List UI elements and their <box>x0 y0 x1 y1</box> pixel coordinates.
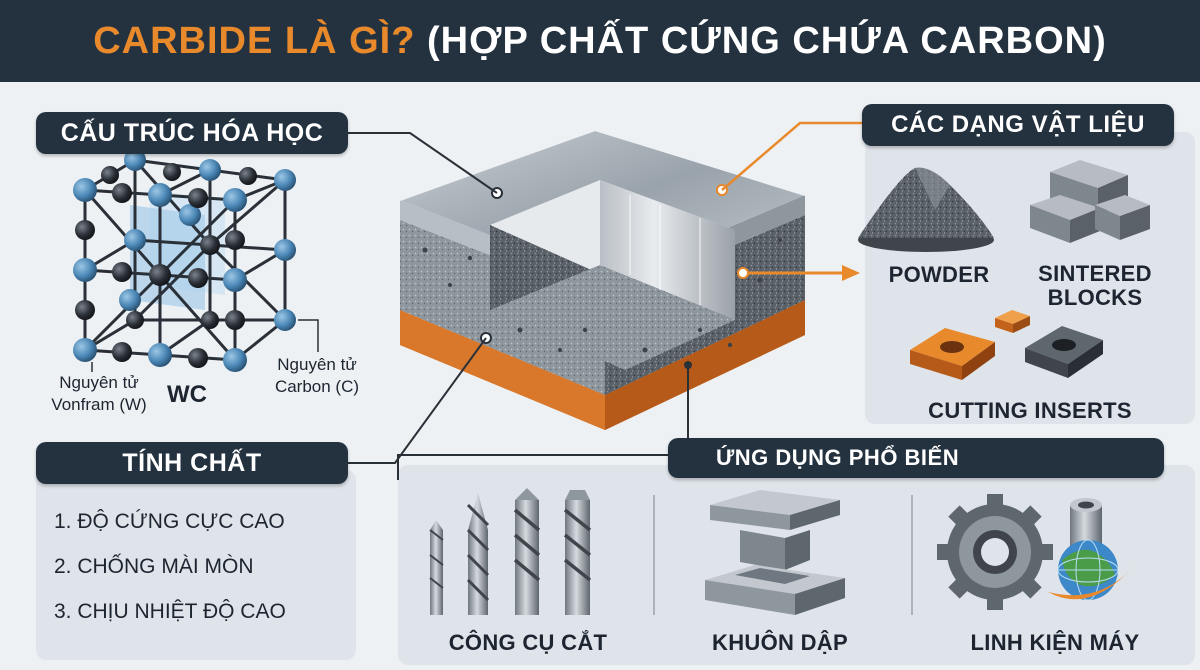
carbon-label-line2: Carbon (C) <box>274 377 360 396</box>
powder-label: POWDER <box>888 262 990 287</box>
cutting-inserts-illustration <box>910 310 1103 380</box>
tungsten-atoms-front <box>73 178 247 372</box>
application-label-cutting-tools: CÔNG CỤ CẮT <box>448 630 608 655</box>
properties-heading: TÍNH CHẤT <box>36 442 348 484</box>
tungsten-label-line1: Nguyên tử <box>59 373 139 392</box>
sintered-blocks-label: SINTERED BLOCKS <box>1030 262 1160 310</box>
connector-lines <box>348 121 862 480</box>
sintered-label-line1: SINTERED <box>1038 261 1152 286</box>
title-rest: (HỢP CHẤT CỨNG CHỨA CARBON) <box>415 19 1107 62</box>
tungsten-atom-label: Nguyên tử Vonfram (W) <box>44 372 154 416</box>
carbide-block-cutaway <box>399 128 806 430</box>
material-forms-heading: CÁC DẠNG VẬT LIỆU <box>862 104 1174 146</box>
property-item: 1. ĐỘ CỨNG CỰC CAO <box>54 510 285 533</box>
machine-parts-illustration <box>937 494 1135 610</box>
crystal-lattice-diagram <box>73 149 319 372</box>
page-title: CARBIDE LÀ GÌ? (HỢP CHẤT CỨNG CHỨA CARBO… <box>93 20 1107 63</box>
header-banner: CARBIDE LÀ GÌ? (HỢP CHẤT CỨNG CHỨA CARBO… <box>0 0 1200 82</box>
property-item: 2. CHỐNG MÀI MÒN <box>54 555 254 578</box>
properties-panel <box>36 470 356 660</box>
sintered-blocks-illustration <box>1030 160 1150 243</box>
chemical-structure-heading: CẤU TRÚC HÓA HỌC <box>36 112 348 154</box>
cutting-inserts-label: CUTTING INSERTS <box>928 398 1132 423</box>
sintered-label-line2: BLOCKS <box>1047 285 1143 310</box>
carbon-label-line1: Nguyên tử <box>277 355 357 374</box>
application-label-stamping-die: KHUÔN DẬP <box>712 630 848 655</box>
title-accent: CARBIDE LÀ GÌ? <box>93 19 416 62</box>
carbon-atom-label: Nguyên tử Carbon (C) <box>262 354 372 398</box>
carbon-atoms-back <box>101 163 257 329</box>
tungsten-label-line2: Vonfram (W) <box>51 395 147 414</box>
tungsten-atoms-back <box>124 149 296 331</box>
application-label-machine-parts: LINH KIỆN MÁY <box>970 630 1140 655</box>
formula-label: WC <box>167 381 207 408</box>
property-item: 3. CHỊU NHIỆT ĐỘ CAO <box>54 600 286 623</box>
applications-heading: ỨNG DỤNG PHỔ BIẾN <box>668 438 1164 478</box>
carbon-atoms-front <box>75 183 245 368</box>
powder-pile-illustration <box>858 167 994 252</box>
cutting-tools-illustration <box>429 488 592 615</box>
stamping-die-illustration <box>705 490 845 615</box>
